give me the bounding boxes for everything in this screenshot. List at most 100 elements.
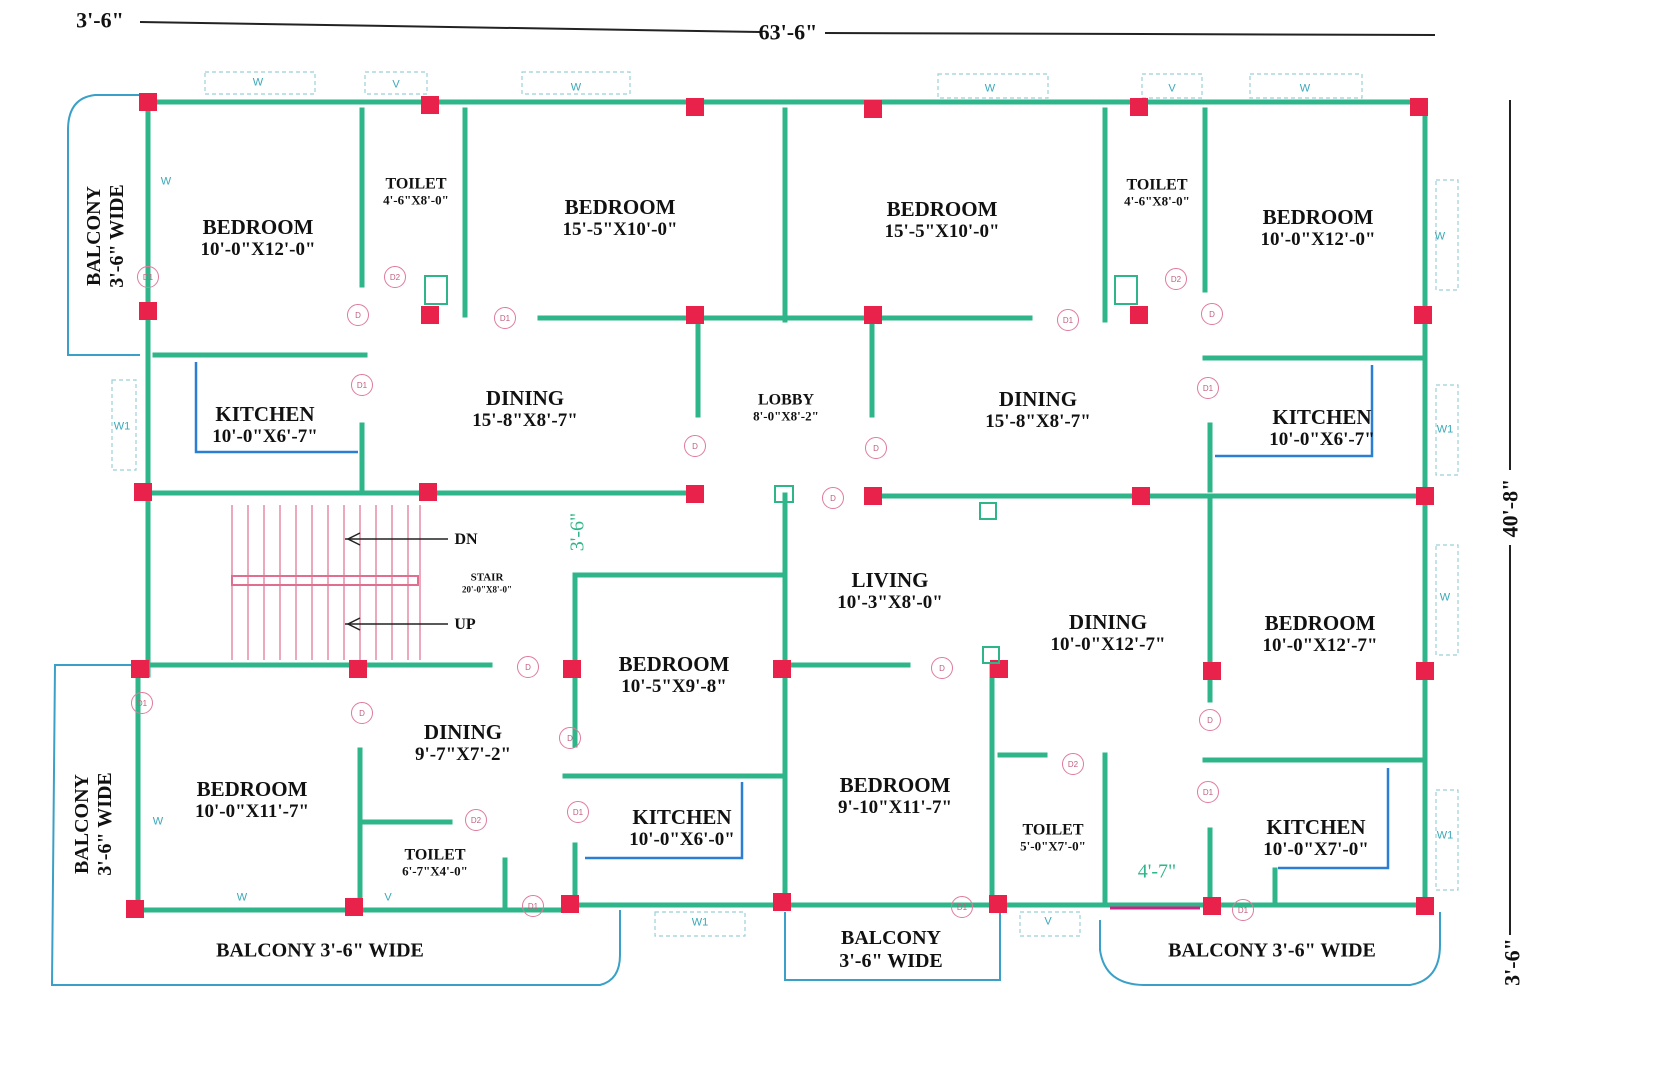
room-size: 5'-0"X7'-0" xyxy=(1020,838,1086,854)
door-marker: D1 xyxy=(951,896,973,918)
window-label: W xyxy=(160,175,172,188)
door-marker: D2 xyxy=(465,809,487,831)
window1-label: W1 xyxy=(1436,829,1454,842)
door-marker: D1 xyxy=(522,895,544,917)
door-marker: D xyxy=(1201,303,1223,325)
window1-label: W1 xyxy=(113,420,131,433)
room-label-stair: STAIR 20'-0"X8'-0" xyxy=(462,572,512,595)
door-marker: D2 xyxy=(1165,268,1187,290)
window1-label: W1 xyxy=(691,916,709,929)
room-name: BEDROOM xyxy=(196,777,308,802)
room-size: 9'-7"X7'-2" xyxy=(414,744,512,766)
room-name: STAIR xyxy=(470,571,504,584)
door-marker: D xyxy=(931,657,953,679)
room-name: TOILET xyxy=(1022,821,1084,839)
room-name: BEDROOM xyxy=(886,197,998,222)
stair-treads xyxy=(231,505,421,660)
vent-label: V xyxy=(1168,82,1176,95)
room-size: 10'-3"X8'-0" xyxy=(837,592,943,614)
room-label-bedroom-sw: BEDROOM 10'-0"X11'-7" xyxy=(195,777,309,823)
room-name: TOILET xyxy=(404,846,466,864)
room-size: 9'-10"X11'-7" xyxy=(838,797,952,819)
dim-stair-gap: 3'-6" xyxy=(566,512,589,552)
door-marker: D1 xyxy=(567,801,589,823)
balcony-label-south-e: BALCONY 3'-6" WIDE xyxy=(1168,939,1376,962)
room-label-bedroom-s: BEDROOM 9'-10"X11'-7" xyxy=(838,773,952,819)
door-marker: D1 xyxy=(137,266,159,288)
door-marker: D2 xyxy=(384,266,406,288)
room-size: 15'-5"X10'-0" xyxy=(562,219,678,241)
door-marker: D1 xyxy=(1057,309,1079,331)
room-name: TOILET xyxy=(385,175,447,193)
room-label-bedroom-ne: BEDROOM 10'-0"X12'-0" xyxy=(1260,205,1375,251)
balcony-line1: BALCONY xyxy=(83,186,105,287)
room-size: 20'-0"X8'-0" xyxy=(462,584,512,595)
balcony-label-nw: BALCONY 3'-6" WIDE xyxy=(83,184,129,288)
room-name: KITCHEN xyxy=(1272,405,1372,430)
door-marker: D xyxy=(347,304,369,326)
balcony-line2: 3'-6" WIDE xyxy=(839,950,943,972)
balcony-label-south-c: BALCONY 3'-6" WIDE xyxy=(839,927,943,973)
window-label: W xyxy=(1299,82,1311,95)
door-marker: D xyxy=(865,437,887,459)
room-label-lobby: LOBBY 8'-0"X8'-2" xyxy=(753,391,819,424)
room-label-dining-se: DINING 10'-0"X12'-7" xyxy=(1050,610,1165,656)
room-size: 10'-0"X12'-0" xyxy=(1260,229,1376,251)
room-size: 4'-6"X8'-0" xyxy=(383,192,449,208)
balcony-label-south-w: BALCONY 3'-6" WIDE xyxy=(216,939,424,962)
room-label-dining-e: DINING 15'-8"X8'-7" xyxy=(985,387,1091,433)
dimension-lines xyxy=(139,21,1511,935)
door-marker: D xyxy=(517,656,539,678)
door-marker: D1 xyxy=(1232,899,1254,921)
window-label: W xyxy=(252,76,264,89)
room-name: DINING xyxy=(998,387,1078,412)
room-name: BEDROOM xyxy=(618,652,730,677)
room-size: 10'-0"X6'-7" xyxy=(1269,429,1375,451)
vent-label: V xyxy=(1044,915,1052,928)
room-name: KITCHEN xyxy=(1266,815,1366,840)
room-name: LOBBY xyxy=(757,391,814,409)
room-name: BEDROOM xyxy=(1264,611,1376,636)
room-size: 10'-0"X6'-0" xyxy=(629,829,735,851)
door-marker: D xyxy=(1199,709,1221,731)
room-name: DINING xyxy=(485,386,565,411)
balcony-line1: BALCONY xyxy=(840,927,941,949)
room-label-bedroom-c: BEDROOM 10'-5"X9'-8" xyxy=(619,652,730,698)
room-name: DINING xyxy=(423,720,503,745)
vent-label: V xyxy=(384,891,392,904)
balcony-line1: BALCONY xyxy=(71,774,93,875)
posts xyxy=(424,275,1138,664)
door-marker: D xyxy=(559,727,581,749)
room-label-kitchen-s: KITCHEN 10'-0"X6'-0" xyxy=(629,805,735,851)
window-label: W xyxy=(570,81,582,94)
dim-toilet-gap: 4'-7" xyxy=(1137,860,1177,883)
room-label-living: LIVING 10'-3"X8'-0" xyxy=(837,568,943,614)
kitchen-counters xyxy=(194,362,1390,870)
dim-right-overall: 40'-8" xyxy=(1497,478,1523,538)
room-size: 10'-0"X12'-0" xyxy=(200,239,316,261)
room-label-bedroom-n2: BEDROOM 15'-5"X10'-0" xyxy=(884,197,999,243)
window-label: W xyxy=(1439,591,1451,604)
room-name: LIVING xyxy=(851,568,929,593)
dim-top-overall: 63'-6" xyxy=(758,19,818,45)
columns xyxy=(126,93,1434,918)
door-marker: D1 xyxy=(131,692,153,714)
room-label-toilet-nw: TOILET 4'-6"X8'-0" xyxy=(383,175,449,208)
balcony-line2: 3'-6" WIDE xyxy=(106,184,128,288)
door-marker: D2 xyxy=(1062,753,1084,775)
room-label-toilet-sw: TOILET 6'-7"X4'-0" xyxy=(402,846,468,879)
room-size: 10'-0"X7'-0" xyxy=(1263,839,1369,861)
room-name: KITCHEN xyxy=(632,805,732,830)
balcony-line2: 3'-6" WIDE xyxy=(94,772,116,876)
room-name: TOILET xyxy=(1126,176,1188,194)
room-size: 10'-0"X11'-7" xyxy=(195,801,309,823)
room-size: 15'-8"X8'-7" xyxy=(472,410,578,432)
walls xyxy=(135,99,1428,913)
door-marker: D xyxy=(684,435,706,457)
room-label-dining-sw: DINING 9'-7"X7'-2" xyxy=(415,720,511,766)
room-size: 10'-0"X12'-7" xyxy=(1050,634,1166,656)
room-name: BEDROOM xyxy=(564,195,676,220)
windows xyxy=(111,71,1459,937)
room-size: 10'-0"X12'-7" xyxy=(1262,635,1378,657)
